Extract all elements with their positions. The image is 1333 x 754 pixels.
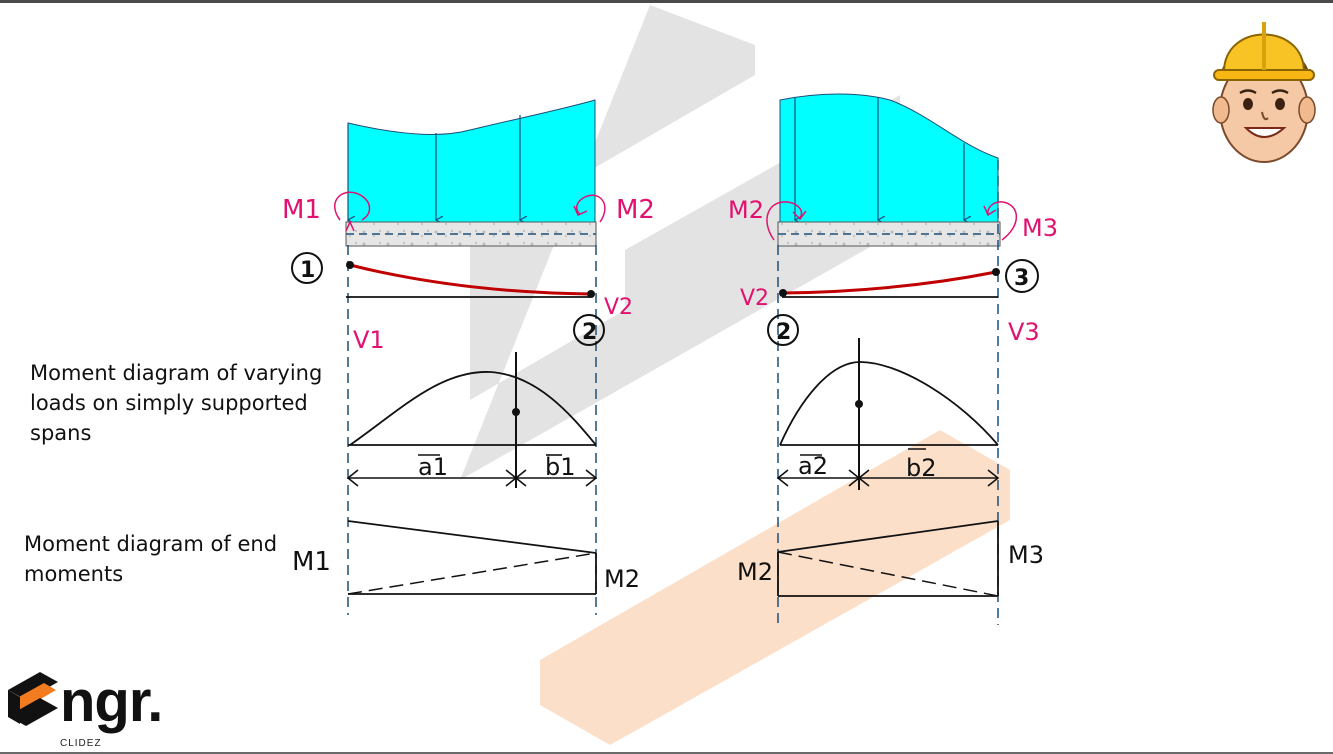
left-shear-right-label: V2 <box>604 295 633 320</box>
right-moment-right-label: M3 <box>1022 214 1058 242</box>
caption-end-moments: Moment diagram of end moments <box>24 532 278 586</box>
top-border <box>0 0 1333 3</box>
left-moment-left-label: M1 <box>282 195 321 225</box>
left-moment-right-label: M2 <box>616 195 655 225</box>
left-span <box>291 99 606 615</box>
right-load-arrows <box>795 97 964 220</box>
engineer-mascot-icon <box>1212 22 1316 163</box>
right-labels: M2 M3 2 3 V2 V3 a2 b2 M2 M3 <box>728 196 1058 586</box>
right-shear-left-label: V2 <box>740 286 769 311</box>
left-node-left-label: 1 <box>300 258 315 283</box>
left-end-moment-right-label: M2 <box>604 565 640 593</box>
right-shear-right-label: V3 <box>1008 318 1040 346</box>
left-shear-left-label: V1 <box>353 326 385 354</box>
right-deflected-shape <box>782 270 997 295</box>
right-distributed-load <box>779 93 999 223</box>
logo-subtext: CLIDEZ <box>60 738 102 749</box>
right-span <box>766 93 1039 625</box>
left-end-moment-left-label: M1 <box>292 547 331 577</box>
left-load-arrows <box>348 115 520 220</box>
right-moment-curve <box>779 361 999 446</box>
left-distributed-load <box>347 99 596 223</box>
right-end-moment-left-label: M2 <box>737 558 773 586</box>
caption-varying-loads: Moment diagram of varying loads on simpl… <box>30 361 323 445</box>
left-deflected-shape <box>349 263 591 296</box>
engr-logo-mark <box>8 672 58 726</box>
right-dim-b-label: b2 <box>906 454 937 482</box>
left-dim-b-label: b1 <box>545 453 576 481</box>
bottom-border <box>0 752 1333 754</box>
right-end-moment-right-label: M3 <box>1008 541 1044 569</box>
left-dim-a-label: a1 <box>418 453 448 481</box>
left-labels: M1 M2 1 2 V1 V2 a1 b1 M1 M2 <box>282 195 655 593</box>
left-node-right-label: 2 <box>582 320 597 345</box>
right-moment-left-label: M2 <box>728 196 764 224</box>
right-node-right-label: 3 <box>1014 266 1029 291</box>
right-node-left-label: 2 <box>776 320 791 345</box>
watermark <box>460 5 1010 745</box>
left-moment-curve <box>349 371 597 446</box>
logo-text: ngr. <box>60 669 163 734</box>
right-dim-a-label: a2 <box>798 452 828 480</box>
